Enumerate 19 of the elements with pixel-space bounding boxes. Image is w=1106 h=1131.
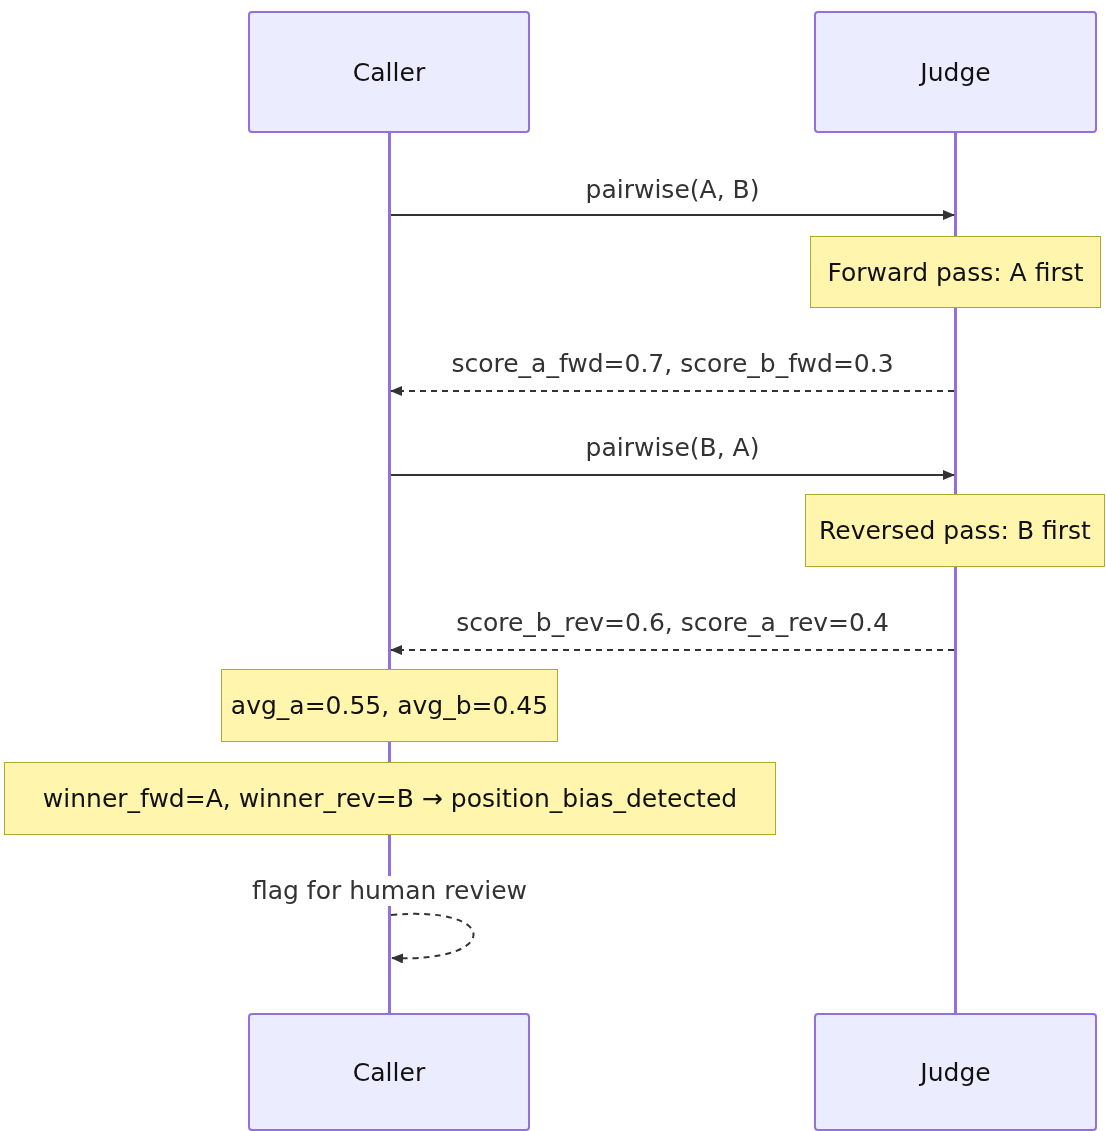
self-loop-arrow xyxy=(390,912,475,963)
note-box: Forward pass: A first xyxy=(810,236,1101,308)
participant-box: Caller xyxy=(248,11,530,133)
lifeline xyxy=(388,742,391,762)
participant-box: Judge xyxy=(814,1013,1097,1131)
message-arrow xyxy=(390,386,955,396)
lifeline xyxy=(954,567,957,1013)
note-box: winner_fwd=A, winner_rev=B → position_bias_detected xyxy=(4,762,776,835)
note-box: avg_a=0.55, avg_b=0.45 xyxy=(221,669,558,742)
message-arrow xyxy=(390,645,955,655)
lifeline xyxy=(954,308,957,494)
note-box: Reversed pass: B first xyxy=(805,494,1105,567)
message-arrow xyxy=(390,470,955,480)
edge-label: flag for human review xyxy=(250,876,529,906)
participant-box: Caller xyxy=(248,1013,530,1131)
participant-box: Judge xyxy=(814,11,1097,133)
lifeline xyxy=(388,133,391,669)
message-arrow xyxy=(390,210,955,220)
lifeline xyxy=(954,133,957,236)
